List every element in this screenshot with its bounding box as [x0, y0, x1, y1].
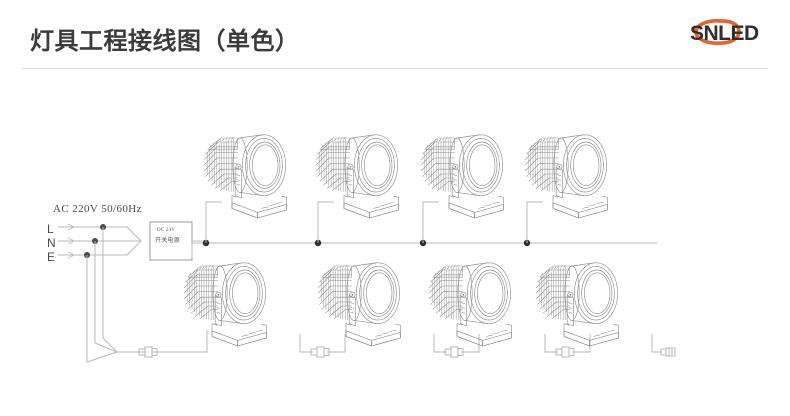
logo-wordmark: SNLED — [690, 22, 759, 45]
lamp-row-bottom — [183, 262, 619, 347]
lamp-fixture — [428, 262, 512, 347]
supply-vertical-drops — [86, 227, 145, 363]
lamp-fixture — [524, 134, 608, 219]
lamp-fixture — [203, 134, 287, 219]
ac-supply-label: AC 220V 50/60Hz — [53, 203, 142, 215]
terminal-label-l: L — [47, 222, 54, 236]
lamp-end-connector — [660, 347, 676, 357]
logo-swoosh-right — [718, 19, 741, 45]
lamp-fixture — [420, 134, 504, 219]
diagram-canvas — [58, 134, 676, 363]
lamp-fixture — [183, 262, 267, 347]
page-header: 灯具工程接线图（单色） SNLED — [0, 0, 790, 72]
bottom-supply-run — [152, 330, 208, 353]
snled-logo-icon: SNLED — [690, 19, 760, 45]
lamp-fixture — [315, 134, 399, 219]
lamp-connector — [310, 346, 330, 358]
bus-junction-dots — [202, 239, 531, 247]
terminal-label-e: E — [47, 250, 56, 264]
top-row-drop-wires — [205, 201, 543, 243]
page-title: 灯具工程接线图（单色） — [30, 28, 300, 55]
lamp-connector — [555, 346, 575, 358]
header-divider — [22, 68, 768, 69]
connector-layer — [138, 346, 676, 358]
logo-swoosh-left — [694, 19, 722, 45]
power-supply-voltage-label: DC 24V — [157, 228, 176, 233]
power-supply-type-label: 开关电源 — [155, 238, 180, 244]
lamp-fixture — [535, 262, 619, 347]
lamp-row-top — [203, 134, 608, 219]
wiring-diagram: AC 220V 50/60Hz L N E DC 24V 开关电源 — [0, 72, 790, 411]
bottom-row-wires — [299, 334, 662, 353]
terminal-label-n: N — [47, 236, 56, 250]
brand-logo: SNLED — [674, 14, 778, 50]
supply-input-lines — [58, 223, 96, 259]
lamp-fixture — [317, 262, 401, 347]
lamp-connector — [444, 346, 464, 358]
wiring-layer — [58, 201, 662, 363]
